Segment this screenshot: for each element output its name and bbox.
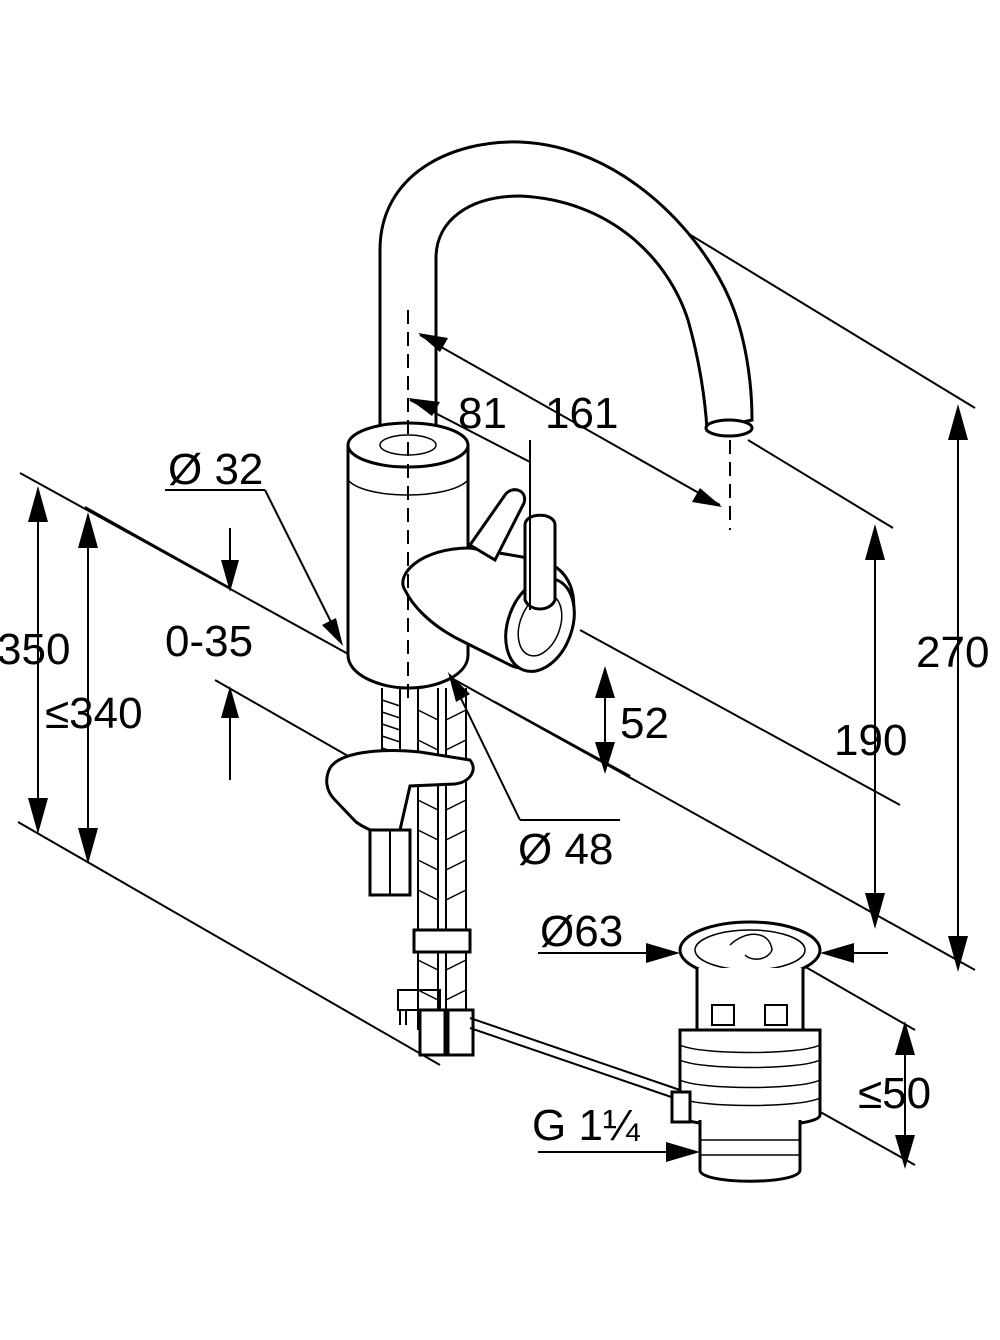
spout (378, 140, 754, 438)
supply-hoses (381, 688, 475, 1057)
label-81: 81 (458, 389, 507, 438)
label-52: 52 (620, 699, 669, 748)
mounting-clamp (325, 749, 475, 897)
label-350: 350 (0, 625, 70, 674)
label-190: 190 (834, 716, 907, 765)
label-0-35: 0-35 (165, 617, 253, 666)
label-le-50: ≤50 (858, 1069, 931, 1118)
label-le-340: ≤340 (45, 689, 143, 738)
label-dia-48: Ø 48 (518, 825, 613, 874)
label-dia-32: Ø 32 (168, 445, 263, 494)
dimension-graphics (28, 333, 968, 1169)
waste-valve (670, 920, 822, 1183)
label-thread-g114: G 1¼ (532, 1101, 641, 1150)
label-270: 270 (916, 628, 989, 677)
label-dia-63: Ø63 (540, 907, 623, 956)
label-161: 161 (545, 389, 618, 438)
pull-rod (469, 1017, 681, 1101)
extension-lines (17, 185, 976, 1166)
dimension-labels: Ø 32 81 161 0-35 350 ≤340 52 Ø 48 190 27… (0, 389, 989, 1150)
lever-handle (401, 488, 576, 673)
